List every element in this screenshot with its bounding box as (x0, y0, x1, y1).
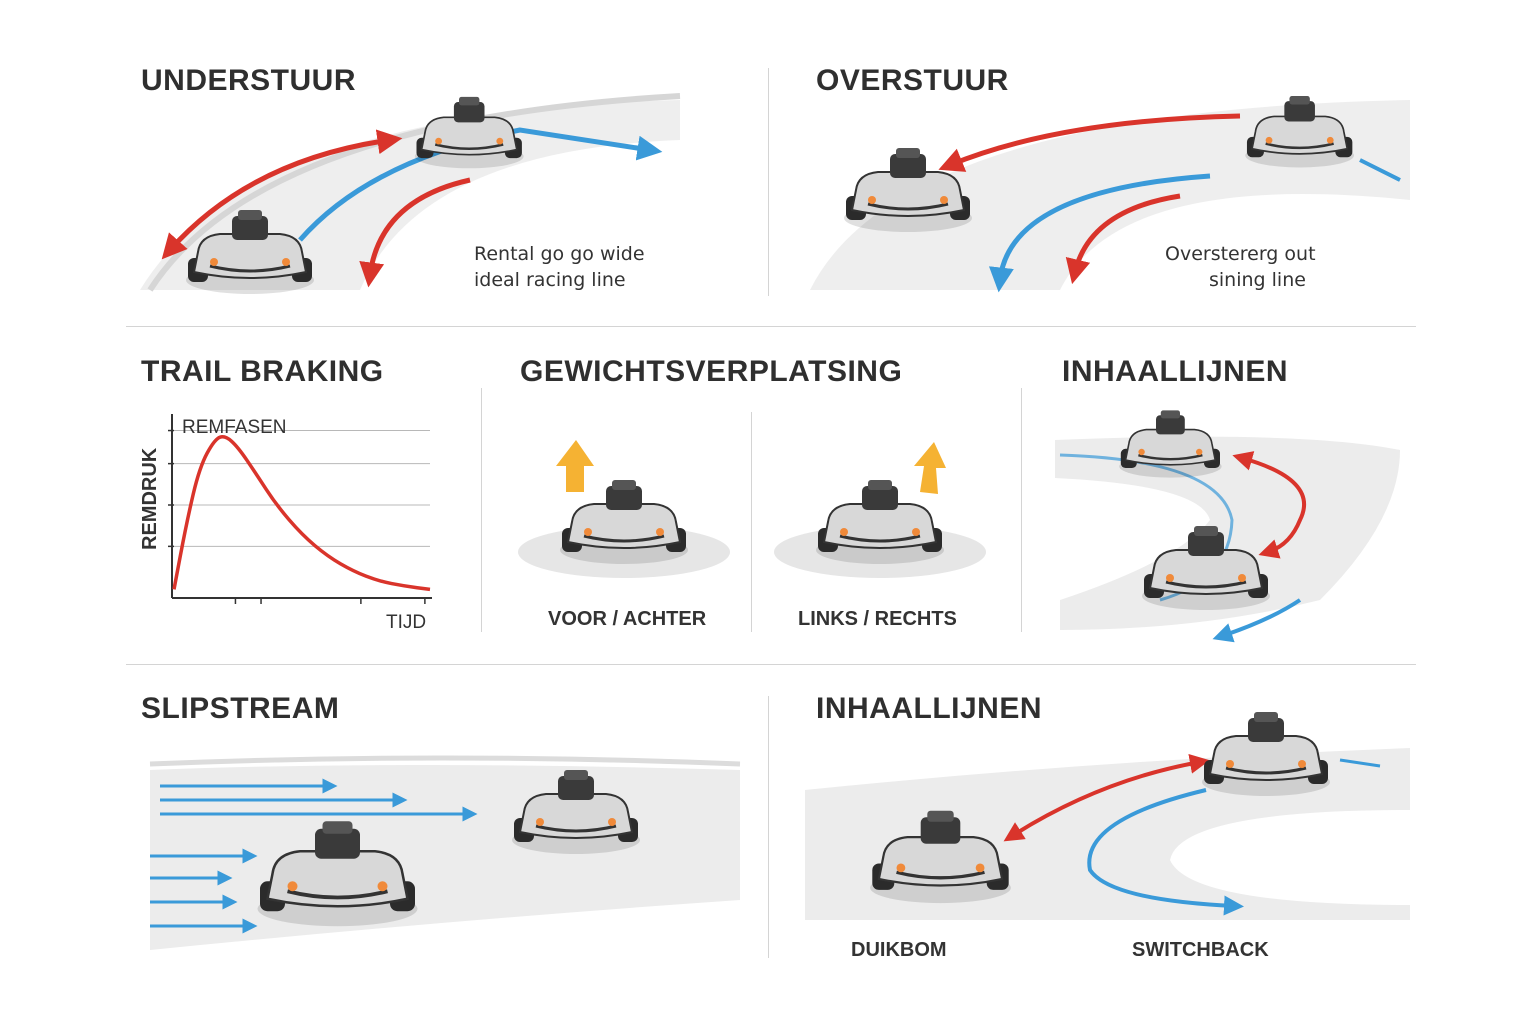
col-divider-mid-2 (751, 412, 752, 632)
col-divider-mid-3 (1021, 388, 1022, 632)
switchback-label: SWITCHBACK (1132, 939, 1269, 961)
col-divider-top (768, 68, 769, 296)
duikbom-label: DUIKBOM (851, 939, 947, 961)
chart-title: REMFASEN (182, 417, 287, 438)
arrow-up-icon (914, 442, 946, 494)
links-rechts-label: LINKS / RECHTS (798, 608, 957, 630)
slipstream-title: SLIPSTREAM (141, 692, 340, 725)
chart-series-line (172, 435, 431, 592)
col-divider-bottom (768, 696, 769, 958)
chart-y-label: REMDRUK (139, 447, 161, 550)
arrow-up-icon (556, 440, 594, 492)
understuur-caption-line-2: ideal racing line (474, 269, 626, 291)
voor-achter-label: VOOR / ACHTER (548, 608, 707, 630)
inhaallijnen-bottom-title: INHAALLIJNEN (816, 692, 1043, 725)
overstuur-caption-line-1: Overstererg out (1165, 243, 1316, 265)
trail-braking-title: TRAIL BRAKING (141, 355, 384, 388)
overstuur-caption-line-2: sining line (1209, 269, 1306, 291)
row-divider-2 (126, 664, 1416, 665)
gewicht-title: GEWICHTSVERPLATSING (520, 355, 903, 388)
col-divider-mid-1 (481, 388, 482, 632)
row-divider-1 (126, 326, 1416, 327)
chart-x-label: TIJD (386, 612, 426, 633)
understuur-title: UNDERSTUUR (141, 64, 356, 97)
inhaallijnen-top-title: INHAALLIJNEN (1062, 355, 1289, 388)
overstuur-title: OVERSTUUR (816, 64, 1009, 97)
understuur-caption-line-1: Rental go go wide (474, 243, 645, 265)
